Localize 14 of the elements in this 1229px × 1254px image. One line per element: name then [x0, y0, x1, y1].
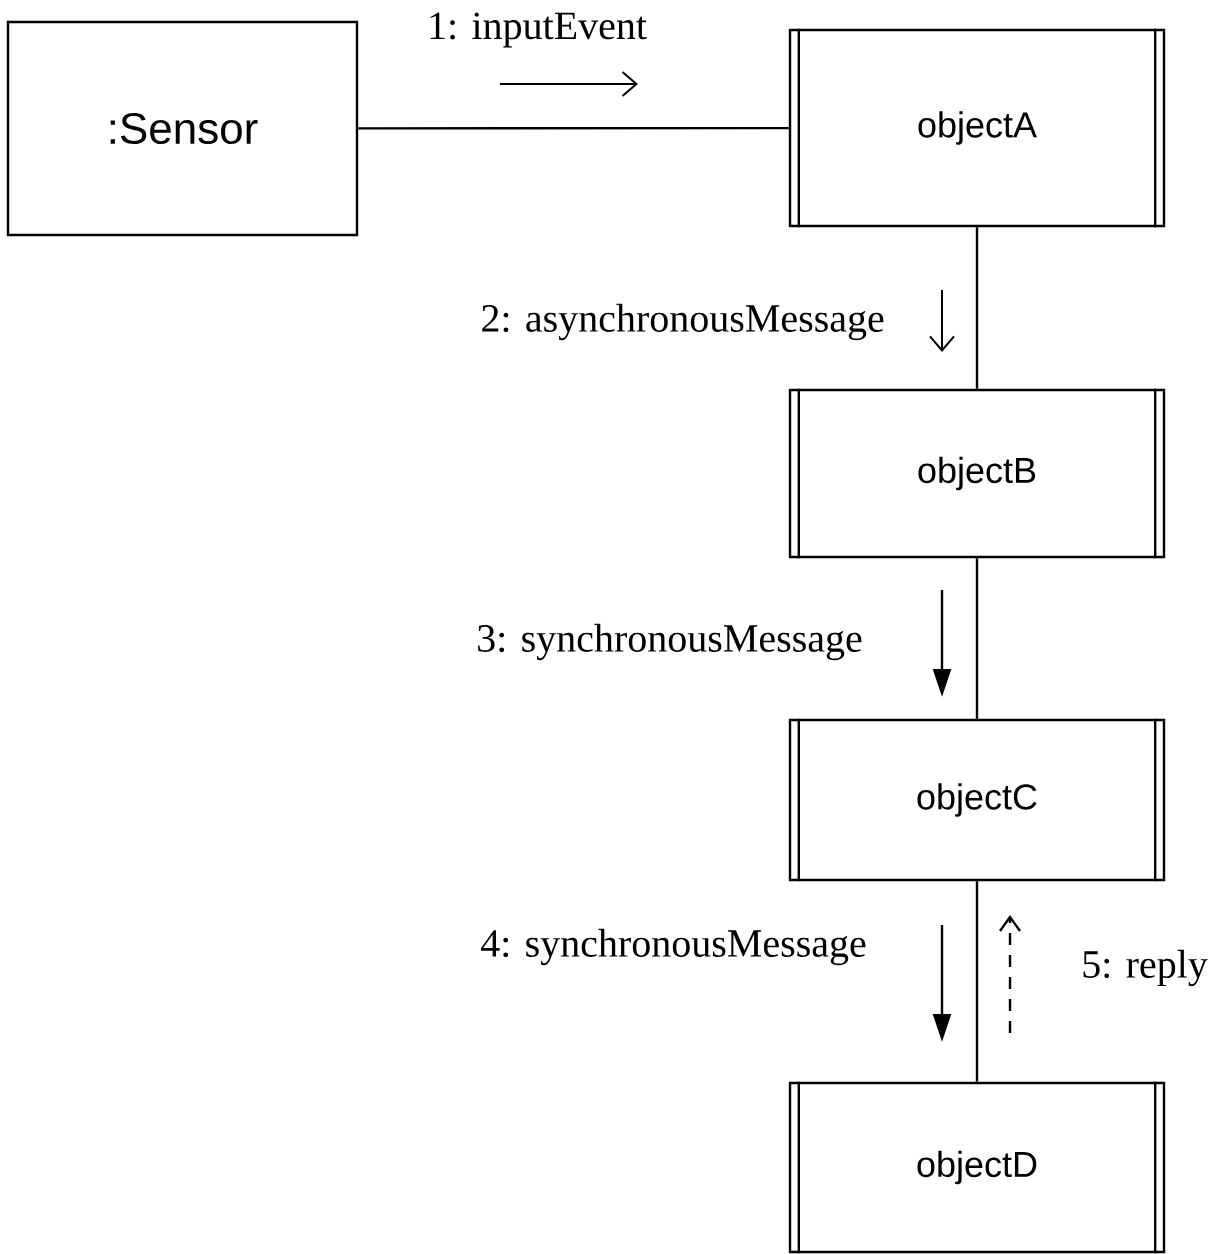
message-label: 5: reply — [1083, 949, 1208, 987]
message-label: 1: inputEvent — [430, 12, 647, 48]
active-object-box: objectD — [788, 1081, 1166, 1254]
message-label: 3: synchronousMessage — [478, 623, 862, 661]
message-label: 2: asynchronousMessage — [482, 303, 884, 341]
link-line — [358, 126, 789, 130]
link-line — [975, 881, 979, 1082]
link-line — [975, 227, 979, 389]
active-object-box: objectC — [788, 718, 1166, 882]
active-object-box: objectB — [788, 388, 1166, 559]
link-line — [975, 558, 979, 719]
active-object-box: objectA — [788, 28, 1166, 228]
object-box: :Sensor — [6, 20, 359, 237]
message-label: 4: synchronousMessage — [480, 928, 866, 966]
